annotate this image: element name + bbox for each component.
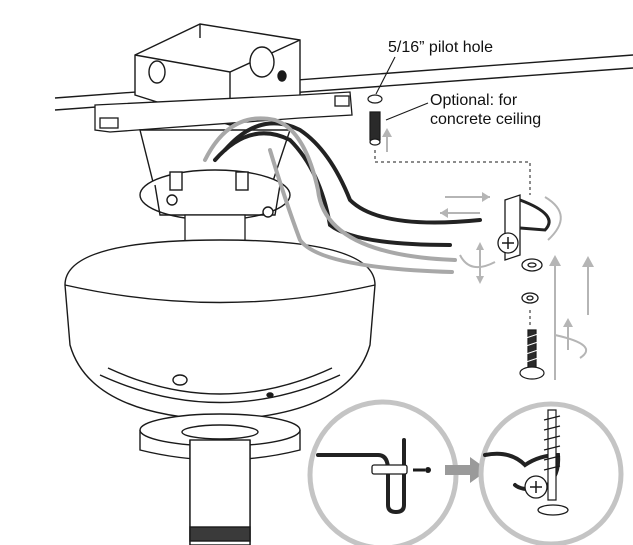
hanger-bracket xyxy=(139,129,291,221)
fan-canopy xyxy=(64,239,376,421)
coupling-cover xyxy=(139,413,301,545)
motion-arrows xyxy=(382,128,594,380)
detail-circle-right xyxy=(478,401,624,545)
pilot-hole-label: 5/16” pilot hole xyxy=(388,39,493,56)
ground-clamp xyxy=(497,194,551,304)
detail-arrow xyxy=(445,457,488,483)
optional-line-1: Optional: for xyxy=(430,92,518,109)
gray-wires xyxy=(203,116,457,274)
optional-line-2: concrete ceiling xyxy=(430,111,542,128)
callout-leaders xyxy=(375,56,429,121)
mounting-bracket xyxy=(94,91,353,133)
optional-concrete-label: Optional: for concrete ceiling xyxy=(430,91,541,129)
ground-screw xyxy=(519,329,545,380)
guide-lines xyxy=(374,150,531,325)
pilot-hole-anchor xyxy=(367,94,383,146)
detail-circle-left xyxy=(307,399,459,545)
